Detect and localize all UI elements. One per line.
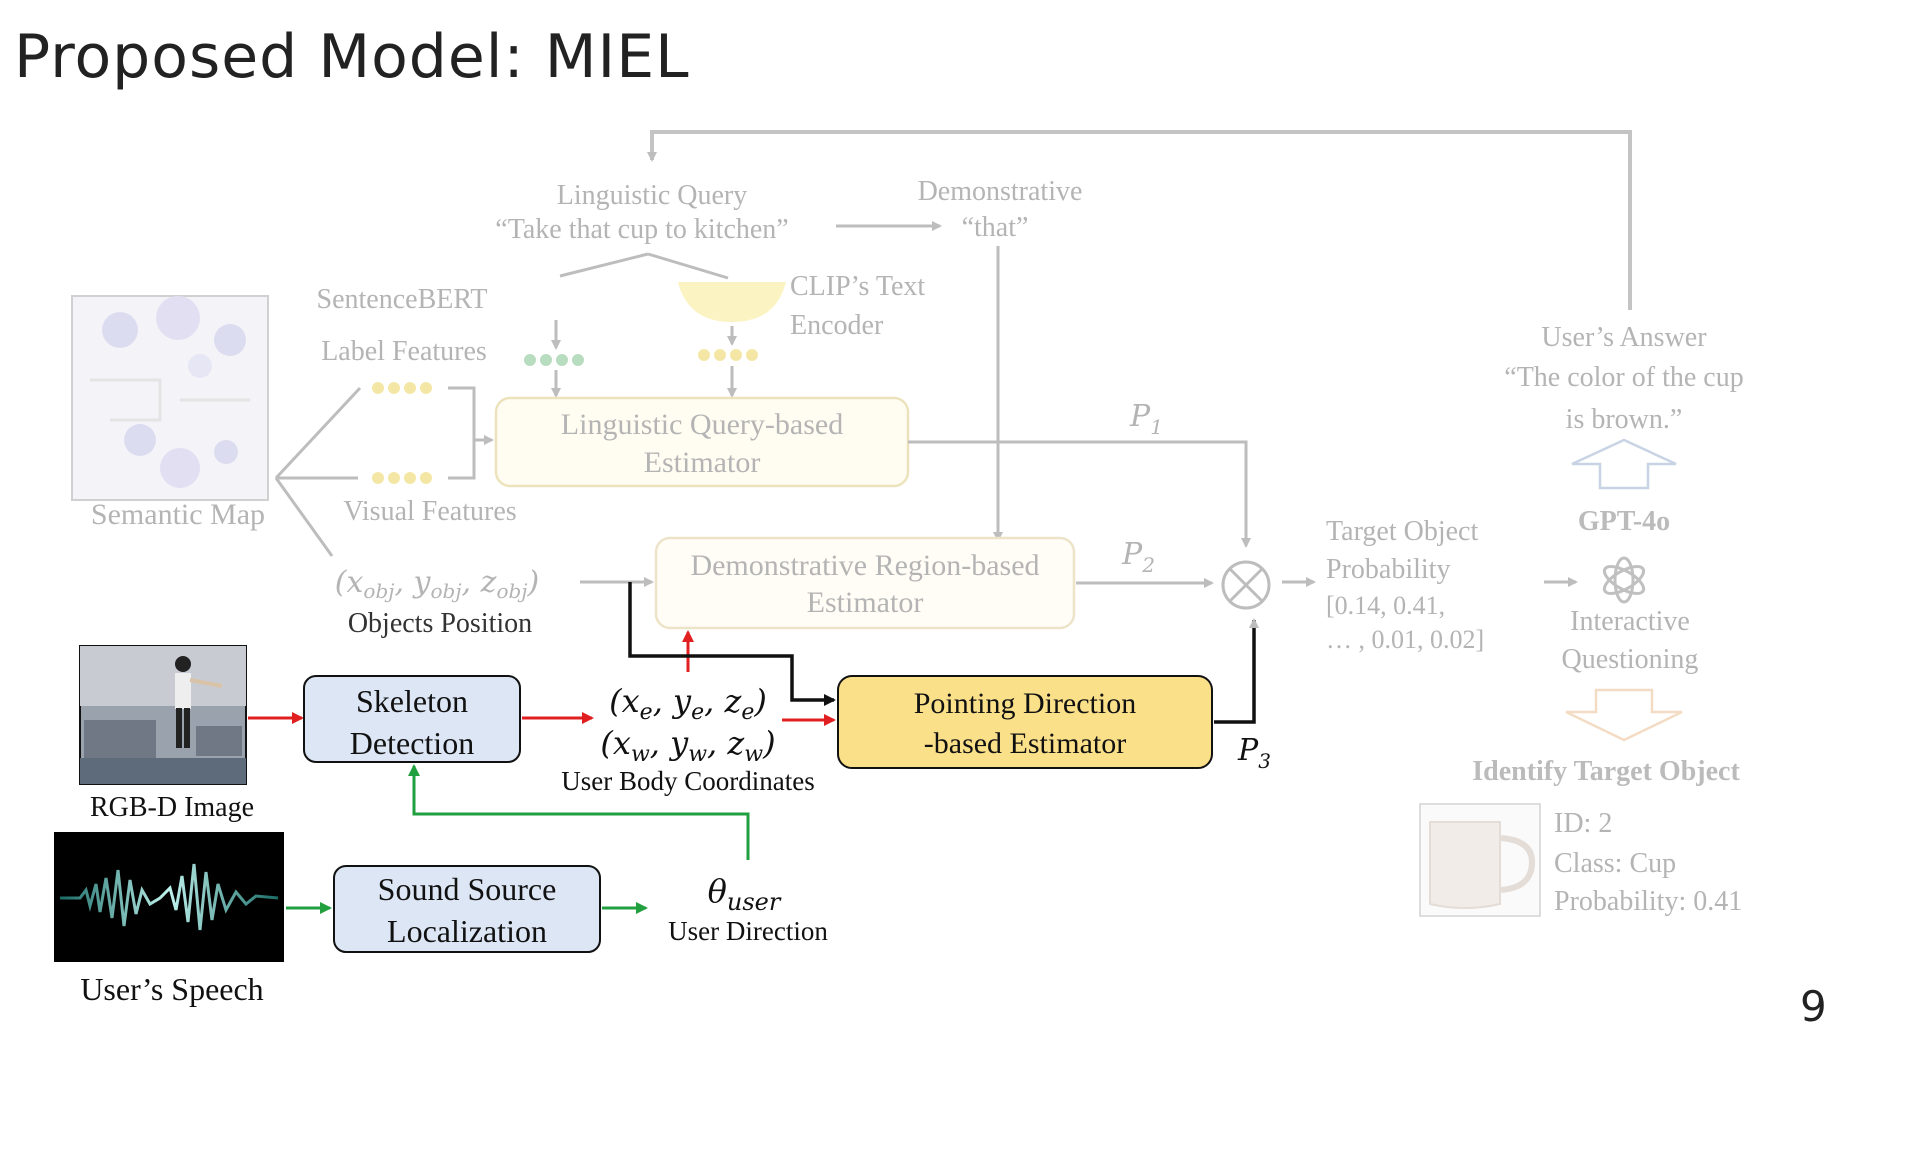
target-prob-line3: [0.14, 0.41, [1326, 591, 1445, 620]
p1-label: P1 [1129, 399, 1163, 439]
p1-arrow [908, 440, 1251, 548]
label-feature-dots [372, 382, 432, 394]
skeleton-line1: Skeleton [356, 683, 468, 719]
dr-estimator-box [654, 536, 1076, 630]
theta-to-skeleton-arrow [408, 764, 750, 860]
dr-estimator-line2: Estimator [807, 586, 924, 619]
objects-position-math: (xobj, yobj, zobj) [335, 565, 539, 603]
query-split-arrows [559, 252, 729, 280]
sentencebert-feature-dots [524, 354, 584, 366]
identify-target-label: Identify Target Object [1472, 756, 1740, 787]
linguistic-query-label: Linguistic Query [557, 180, 748, 211]
speech-label: User’s Speech [80, 971, 263, 1007]
p2-label: P2 [1121, 537, 1155, 577]
skeleton-detection-box [303, 675, 521, 763]
users-answer-line1: User’s Answer [1541, 322, 1707, 353]
cup-id: ID: 2 [1554, 808, 1612, 839]
semantic-map-fanout [274, 386, 362, 557]
faded-section: Linguistic Query “Take that cup to kitch… [71, 130, 1744, 917]
rgbd-label: RGB-D Image [90, 792, 254, 823]
objects-position-label: Objects Position [348, 608, 532, 639]
clip-encoder-icon [678, 282, 786, 322]
dr-estimator-line1: Demonstrative Region-based [690, 549, 1039, 582]
users-answer-line3: is brown.” [1566, 404, 1683, 435]
cup-image [1419, 803, 1541, 917]
clip-text-1: CLIP’s Text [790, 271, 925, 302]
theta-user: θuser [708, 872, 782, 916]
pd-estimator-line2: -based Estimator [924, 727, 1126, 760]
page-number: 9 [1800, 982, 1827, 1031]
wrist-coords: (xw, yw, zw) [600, 724, 775, 767]
p3-label: P3 [1237, 733, 1271, 773]
demonstrative-label: Demonstrative [918, 176, 1083, 207]
lq-estimator-line1: Linguistic Query-based [561, 408, 843, 441]
pd-estimator-line1: Pointing Direction [914, 687, 1136, 720]
cup-class: Class: Cup [1554, 848, 1676, 879]
pd-estimator-box [837, 675, 1213, 769]
rgbd-image [79, 645, 247, 785]
clip-text-2: Encoder [790, 310, 884, 341]
ssl-line2: Localization [387, 913, 547, 949]
cup-probability: Probability: 0.41 [1554, 886, 1742, 917]
sentencebert-label: SentenceBERT [317, 284, 488, 315]
active-section: RGB-D Image User’s Speech Skeleton Detec… [54, 582, 1271, 1007]
user-direction-label: User Direction [668, 916, 828, 946]
objects-to-pd-arrow [628, 582, 836, 706]
p3-arrow [1214, 618, 1259, 724]
body-coords-label: User Body Coordinates [561, 766, 814, 796]
target-prob-line2: Probability [1326, 554, 1450, 585]
speech-waveform-image [54, 832, 284, 962]
demonstrative-text: “that” [962, 212, 1029, 243]
product-node-icon [1221, 560, 1271, 610]
label-features-label: Label Features [321, 336, 487, 367]
lq-estimator-line2: Estimator [644, 446, 761, 479]
elbow-coords: (xe, ye, ze) [609, 682, 767, 725]
openai-logo-icon [1602, 556, 1646, 604]
ssl-line1: Sound Source [378, 871, 557, 907]
interactive-line2: Questioning [1562, 644, 1699, 675]
interactive-line1: Interactive [1570, 606, 1690, 637]
users-answer-line2: “The color of the cup [1504, 362, 1743, 393]
gpt-label: GPT-4o [1578, 506, 1670, 537]
semantic-map-image [71, 295, 269, 501]
linguistic-query-text: “Take that cup to kitchen” [495, 214, 788, 245]
up-arrow-icon [1571, 438, 1677, 490]
ssl-box [333, 865, 601, 953]
slide-title: Proposed Model: MIEL [14, 22, 690, 92]
down-arrow-icon [1565, 688, 1683, 742]
visual-feature-dots [372, 472, 432, 484]
target-prob-line1: Target Object [1326, 516, 1478, 547]
skeleton-line2: Detection [350, 725, 474, 761]
semantic-map-label: Semantic Map [91, 498, 265, 531]
visual-features-label: Visual Features [343, 496, 516, 527]
feedback-loop-arrow [647, 130, 1632, 310]
clip-feature-dots [698, 349, 758, 361]
target-prob-line4: … , 0.01, 0.02] [1326, 625, 1484, 654]
